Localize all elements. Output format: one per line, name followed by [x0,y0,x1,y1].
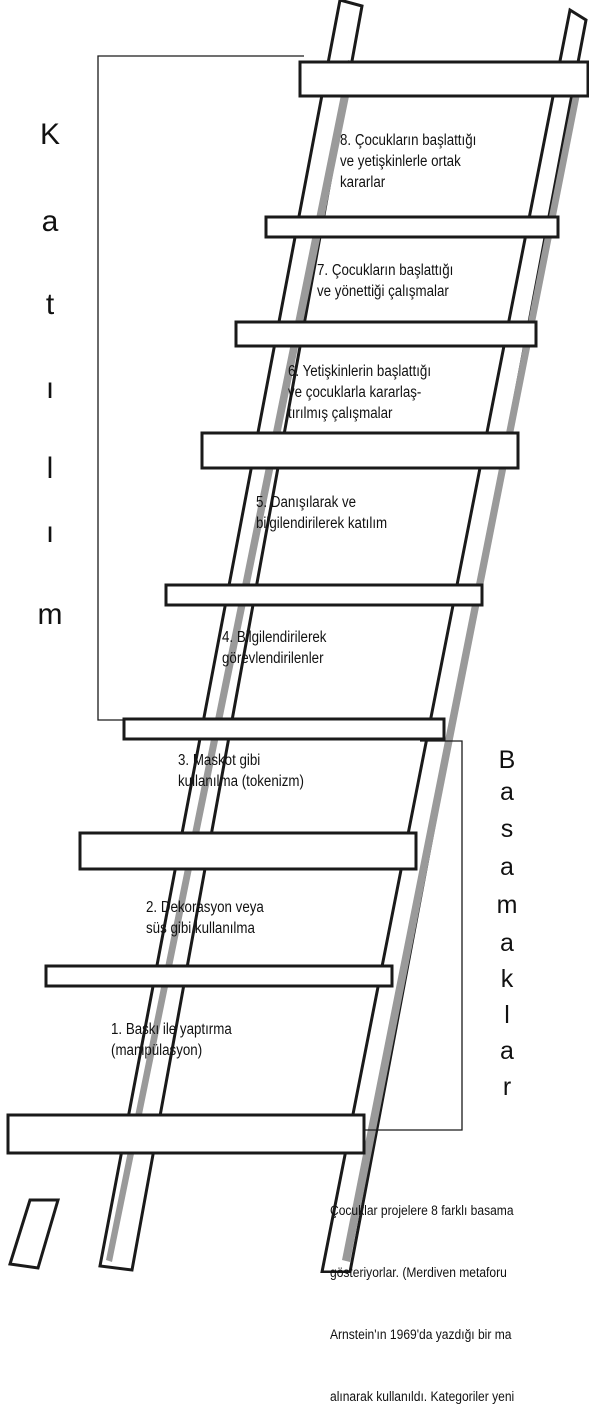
basamaklar-letter: a [500,1037,514,1065]
basamaklar-letter: a [500,778,514,806]
basamaklar-letter: B [498,746,516,774]
caption-line: Çocuklar projelere 8 farklı basama [330,1203,514,1219]
rung-base [6,1113,366,1155]
step-3-label: 3. Maskot gibi kullanılma (tokenizm) [178,752,304,790]
rung-2 [78,831,418,871]
katilim-letter: ı [45,372,55,405]
caption-line: gösteriyorlar. (Merdiven metaforu [330,1264,507,1280]
rung-5 [200,431,520,470]
rung-3 [122,717,446,741]
step-5-label: 5. Danışılarak ve bilgilendirilerek katı… [256,494,388,532]
right-rail [320,7,588,1273]
step-4-label: 4. Bilgilendirilerek görevlendirilenler [222,629,327,667]
caption: Çocuklar projelere 8 farklı basama göste… [330,1160,573,1428]
step-6-label: 6. Yetişkinlerin başlattığı ve çocuklarl… [288,363,432,422]
katilim-letter: m [37,598,63,631]
step-8-label: 8. Çocukların başlattığı ve yetişkinlerl… [340,132,477,191]
katilim-letter: ı [45,516,55,549]
step-2-label: 2. Dekorasyon veya süs gibi kullanılma [146,899,264,937]
step-7-label: 7. Çocukların başlattığı ve yönettiği ça… [317,262,454,300]
caption-line: alınarak kullanıldı. Kategoriler yeni [330,1388,515,1404]
rung-6 [234,320,538,348]
katilim-letter: t [45,288,55,321]
caption-line: Arnstein'ın 1969'da yazdığı bir ma [330,1326,512,1342]
basamaklar-letter: l [504,1001,510,1029]
katilim-letter: K [39,118,60,151]
basamaklar-letter: m [496,891,518,919]
katilim-bracket [97,55,304,721]
basamaklar-letter: k [500,965,514,993]
step-1-label: 1. Baskı ile yaptırma (manipülasyon) [111,1021,232,1059]
basamaklar-letter: s [500,815,514,843]
basamaklar-bracket [364,740,463,1131]
katilim-letter: l [46,452,54,485]
basamaklar-letter: a [500,853,514,881]
rung-1 [44,964,394,988]
rung-7 [264,215,560,239]
basamaklar-letter: r [502,1073,512,1101]
rung-8 [298,60,589,98]
basamaklar-letter: a [500,929,514,957]
katilim-letter: a [41,205,59,238]
rung-4 [164,583,484,607]
ladder-illustration [6,0,589,1273]
